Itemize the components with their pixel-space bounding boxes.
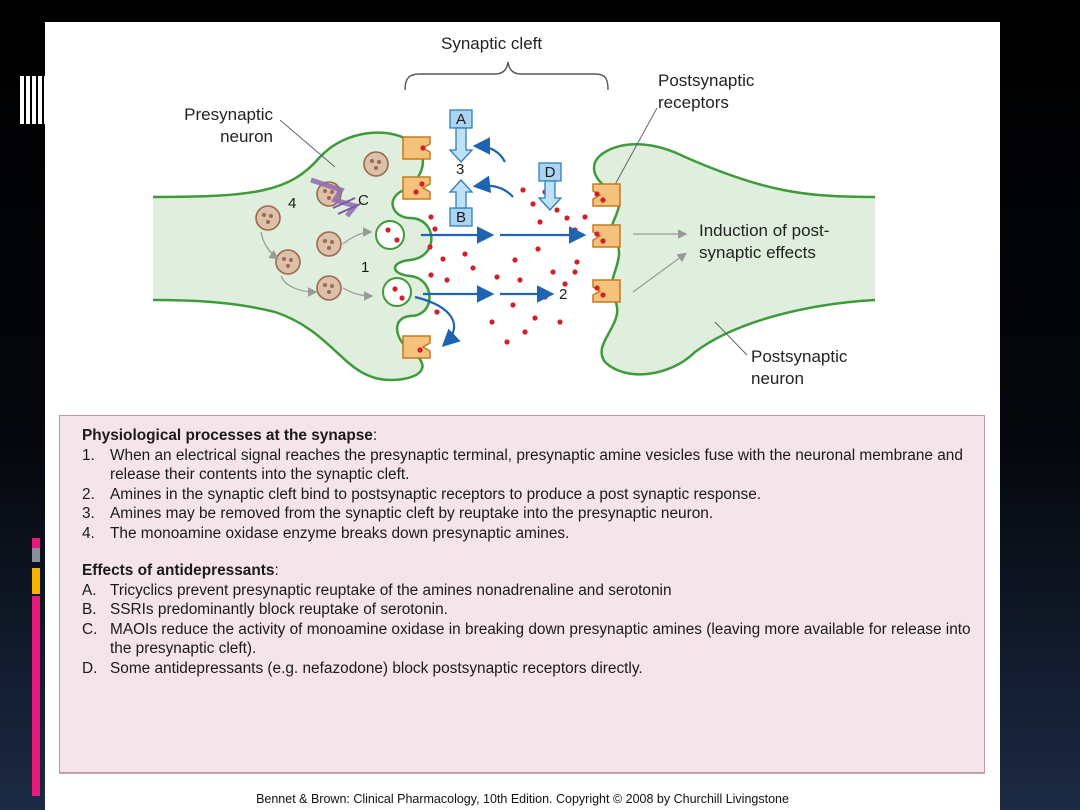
marker-2: 2 xyxy=(559,286,567,303)
effect-item-b: B.SSRIs predominantly block reuptake of … xyxy=(82,601,448,618)
marker-c: C xyxy=(358,192,369,209)
source-credit: Bennet & Brown: Clinical Pharmacology, 1… xyxy=(256,792,789,806)
mao-enzyme xyxy=(310,177,361,218)
effect-item-a: A.Tricyclics prevent presynaptic reuptak… xyxy=(82,581,672,599)
slide-accent-white xyxy=(20,76,46,124)
induction-arrow-2 xyxy=(632,252,687,293)
marker-4: 4 xyxy=(288,195,296,212)
synapse-diagram: Synaptic cleft Postsynaptic receptors Pr… xyxy=(152,34,876,388)
process-item-2: 2.Amines in the synaptic cleft bind to p… xyxy=(82,485,762,503)
label-postsynaptic-receptors-1: Postsynaptic xyxy=(658,71,755,90)
blocker-d xyxy=(537,162,563,211)
slide-card: Synaptic cleft Postsynaptic receptors Pr… xyxy=(45,22,1000,810)
effect-item-c: C.MAOIs reduce the activity of monoamine… xyxy=(82,620,971,658)
postsynaptic-receptors xyxy=(592,183,621,303)
slide-accent-magenta xyxy=(32,596,40,796)
marker-1: 1 xyxy=(361,259,369,276)
label-postsynaptic-neuron-1: Postsynaptic xyxy=(751,347,848,366)
process-item-3: 3.Amines may be removed from the synapti… xyxy=(82,505,714,522)
leader-presynaptic xyxy=(279,119,336,168)
vesicle-dots xyxy=(262,159,381,294)
cleft-brace xyxy=(404,61,609,91)
label-postsynaptic-neuron-2: neuron xyxy=(751,369,804,388)
slide-accent-pink xyxy=(32,538,40,548)
marker-a: A xyxy=(456,111,466,128)
presynaptic-transporters xyxy=(402,136,431,359)
blocker-a xyxy=(448,109,474,163)
slide-accent-yellow xyxy=(32,568,40,594)
leader-receptors xyxy=(610,107,658,193)
label-presynaptic-neuron-2: neuron xyxy=(220,127,273,146)
label-presynaptic-neuron-1: Presynaptic xyxy=(184,105,273,124)
marker-3: 3 xyxy=(456,161,464,178)
leader-postsynaptic xyxy=(714,321,748,356)
label-postsynaptic-receptors-2: receptors xyxy=(658,93,729,112)
marker-d: D xyxy=(545,164,556,181)
label-synaptic-cleft: Synaptic cleft xyxy=(441,34,542,53)
process-item-4: 4.The monoamine oxidase enzyme breaks do… xyxy=(82,524,570,542)
marker-b: B xyxy=(456,209,466,226)
effects-heading: Effects of antidepressants: xyxy=(82,562,279,579)
processes-heading: Physiological processes at the synapse: xyxy=(82,427,378,444)
blocker-b xyxy=(448,179,474,227)
label-induction-2: synaptic effects xyxy=(699,243,816,262)
process-item-1: 1.When an electrical signal reaches the … xyxy=(82,446,963,484)
explanation-panel: Physiological processes at the synapse: … xyxy=(59,415,985,773)
vesicle-arrows xyxy=(260,227,374,301)
slide-accent-gray xyxy=(32,548,40,562)
amine-dots xyxy=(385,145,606,353)
label-induction-1: Induction of post- xyxy=(699,221,829,240)
effect-item-d: D.Some antidepressants (e.g. nefazodone)… xyxy=(82,659,643,677)
flow-arrows xyxy=(414,137,587,348)
